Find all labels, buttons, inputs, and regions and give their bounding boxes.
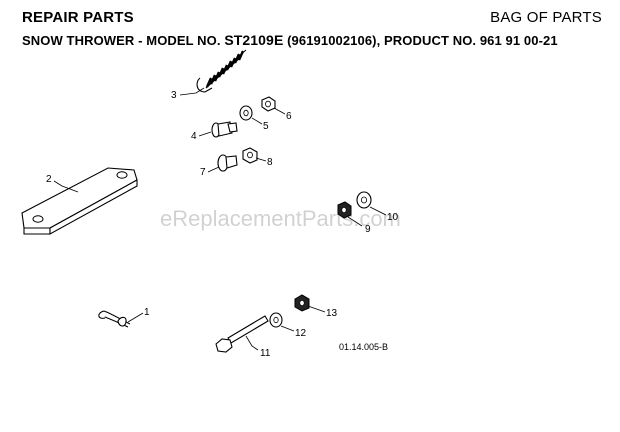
- part-washer-12: [269, 312, 283, 328]
- leader-6: [273, 107, 286, 115]
- page-category: BAG OF PARTS: [490, 9, 602, 26]
- part-washer-5: [239, 105, 253, 121]
- model-subtitle: SNOW THROWER - MODEL NO. ST2109E (961910…: [22, 32, 558, 48]
- callout-9: 9: [365, 224, 371, 235]
- callout-2: 2: [46, 174, 52, 185]
- leader-11: [245, 335, 259, 351]
- part-hex-bolt: [215, 315, 269, 353]
- callout-4: 4: [191, 131, 197, 142]
- leader-2: [53, 180, 79, 193]
- section-title: REPAIR PARTS: [22, 9, 134, 26]
- leader-12: [280, 325, 295, 332]
- callout-11: 11: [260, 348, 271, 359]
- part-bracket: [21, 167, 138, 235]
- leader-1: [127, 312, 144, 323]
- leader-13: [307, 305, 326, 313]
- callout-1: 1: [144, 307, 150, 318]
- figure-code: 01.14.005-B: [339, 342, 388, 352]
- subtitle-prefix: SNOW THROWER - MODEL NO.: [22, 33, 221, 48]
- leader-10: [369, 206, 387, 216]
- part-lock-nut-8: [242, 147, 258, 164]
- callout-5: 5: [263, 121, 269, 132]
- part-lock-nut-6: [261, 96, 276, 112]
- subtitle-suffix: (96191002106), PRODUCT NO. 961 91 00-21: [287, 33, 558, 48]
- watermark: eReplacementParts.com: [160, 206, 401, 231]
- part-carriage-bolt-7: [217, 154, 238, 172]
- part-clevis-pin: [98, 310, 131, 328]
- part-nut-9: [337, 201, 352, 219]
- leader-3: [179, 87, 205, 96]
- leader-8: [255, 157, 267, 162]
- part-spring: [196, 49, 247, 93]
- callout-12: 12: [295, 328, 307, 339]
- callout-7: 7: [200, 167, 206, 178]
- callout-13: 13: [326, 308, 338, 319]
- part-nut-13: [294, 294, 310, 312]
- leader-5: [251, 117, 263, 125]
- part-washer-10: [356, 191, 372, 209]
- callout-6: 6: [286, 111, 292, 122]
- callout-3: 3: [171, 90, 177, 101]
- callout-8: 8: [267, 157, 273, 168]
- leader-9: [347, 216, 363, 227]
- part-carriage-bolt-4: [211, 121, 238, 138]
- leader-7: [207, 166, 220, 173]
- callout-10: 10: [387, 212, 399, 223]
- model-number: ST2109E: [224, 32, 284, 48]
- leader-4: [198, 131, 212, 137]
